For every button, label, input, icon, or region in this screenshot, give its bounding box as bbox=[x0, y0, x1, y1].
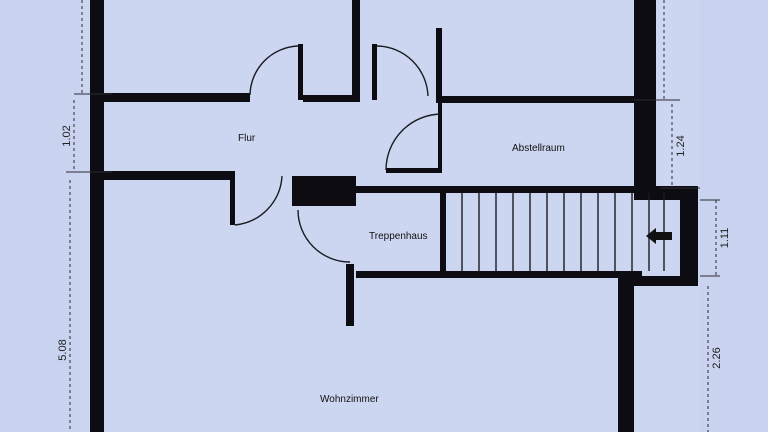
room-label-wohnzimmer: Wohnzimmer bbox=[320, 394, 379, 405]
abstell-door-leaf bbox=[438, 103, 442, 173]
left-outer-wall bbox=[90, 0, 104, 432]
room-label-treppenhaus: Treppenhaus bbox=[369, 231, 428, 242]
room-label-abstellraum: Abstellraum bbox=[512, 143, 565, 154]
door-swing-abstellraum bbox=[385, 113, 443, 171]
corridor-bottom-wall-left bbox=[104, 171, 232, 180]
right-outer-wall-upper bbox=[634, 0, 656, 190]
corridor-top-wall-left bbox=[104, 93, 250, 102]
right-outer-wall-jog bbox=[620, 276, 698, 286]
corridor-top-wall-mid bbox=[303, 95, 360, 102]
abstell-top-wall bbox=[436, 96, 634, 103]
dim-label-stair: 1.11 bbox=[719, 228, 731, 249]
stair-left-wall bbox=[440, 186, 446, 278]
abstell-door-post bbox=[436, 28, 442, 102]
door-swing-flur-top bbox=[249, 45, 299, 96]
door-swing-wohnzimmer bbox=[234, 175, 283, 226]
stair-top-wall bbox=[356, 186, 642, 193]
door-swing-top-right bbox=[376, 45, 429, 97]
arrow-left-icon bbox=[646, 228, 672, 244]
door-jamb-2 bbox=[372, 44, 377, 100]
room-label-flur: Flur bbox=[238, 133, 256, 144]
paper-shade bbox=[80, 0, 700, 432]
door-jamb-1 bbox=[298, 44, 303, 100]
door-jamb-4 bbox=[230, 171, 235, 225]
stair-bottom-wall bbox=[356, 271, 642, 278]
top-stub-wall bbox=[352, 0, 360, 102]
door-swing-treppenhaus bbox=[297, 209, 351, 263]
dim-label-flur: 1.02 bbox=[61, 125, 73, 146]
right-outer-wall-lower bbox=[618, 276, 634, 432]
treppenhaus-lower-post bbox=[346, 264, 354, 326]
dim-label-abstellraum: 1.24 bbox=[675, 135, 687, 156]
dim-label-lower-right: 2.26 bbox=[711, 347, 723, 368]
dim-label-wohnzimmer: 5.08 bbox=[57, 339, 69, 360]
chimney-block bbox=[292, 176, 356, 206]
stair-treads bbox=[461, 193, 665, 271]
right-outer-wall-stair bbox=[680, 186, 698, 284]
door-jamb-3 bbox=[386, 168, 442, 173]
